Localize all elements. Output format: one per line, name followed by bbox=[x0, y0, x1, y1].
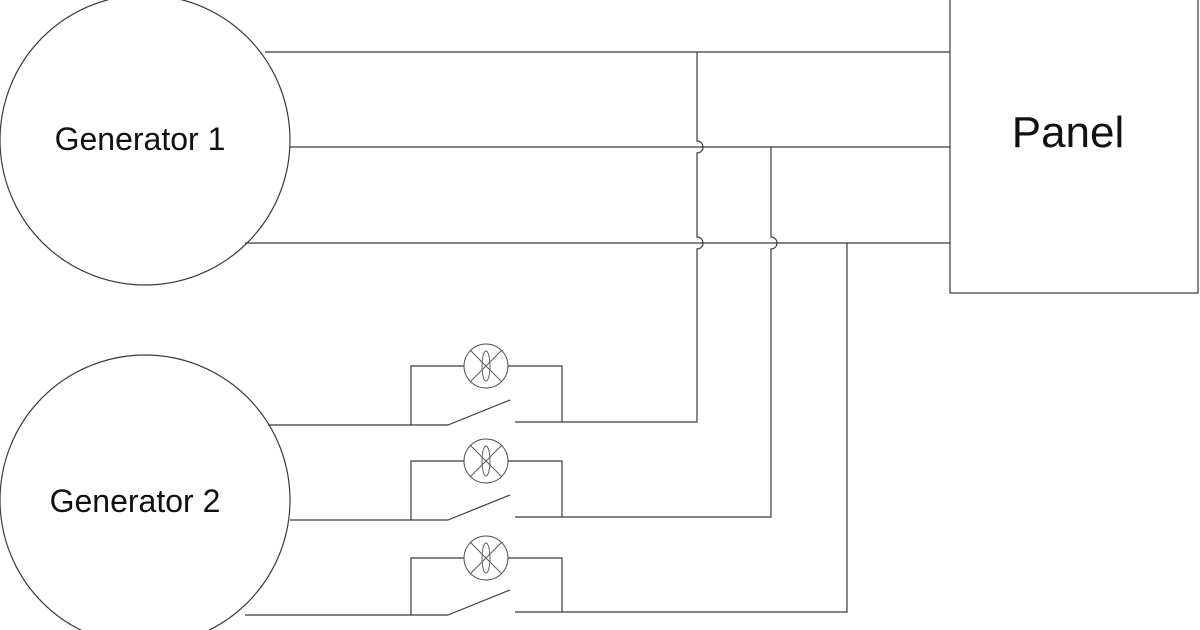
panel-label: Panel bbox=[1012, 108, 1125, 157]
generator-1: Generator 1 bbox=[0, 0, 291, 286]
tie-wire-phase-2 bbox=[562, 147, 778, 518]
panel-box bbox=[949, 0, 1199, 294]
lamp-2-icon bbox=[463, 438, 509, 484]
switch-2-blade bbox=[447, 494, 511, 521]
generator-2-circle bbox=[0, 354, 291, 630]
lamp-1-right-wire bbox=[508, 365, 563, 422]
switch-3-blade bbox=[447, 589, 511, 616]
lamp-2-left-wire bbox=[410, 460, 465, 520]
sync-branch-1 bbox=[268, 343, 563, 426]
generator-2-label: Generator 2 bbox=[50, 483, 221, 519]
lamp-1-icon bbox=[463, 343, 509, 389]
generator-1-circle bbox=[0, 0, 291, 286]
tie-wire-phase-3 bbox=[562, 243, 848, 613]
switch-1-blade bbox=[447, 399, 511, 426]
sync-branch-2 bbox=[290, 438, 563, 521]
lamp-3-left-wire bbox=[410, 557, 465, 615]
lamp-2-right-wire bbox=[508, 460, 563, 517]
lamp-1-left-wire bbox=[410, 365, 465, 425]
lamp-3-right-wire bbox=[508, 557, 563, 612]
bus-lines bbox=[245, 51, 950, 244]
sync-branch-3 bbox=[245, 535, 563, 616]
tie-wires bbox=[562, 52, 848, 613]
generator-1-label: Generator 1 bbox=[55, 121, 226, 157]
tie-wire-phase-1 bbox=[562, 52, 704, 423]
lamp-3-icon bbox=[463, 535, 509, 581]
panel: Panel bbox=[949, 0, 1199, 294]
generator-2: Generator 2 bbox=[0, 354, 291, 630]
